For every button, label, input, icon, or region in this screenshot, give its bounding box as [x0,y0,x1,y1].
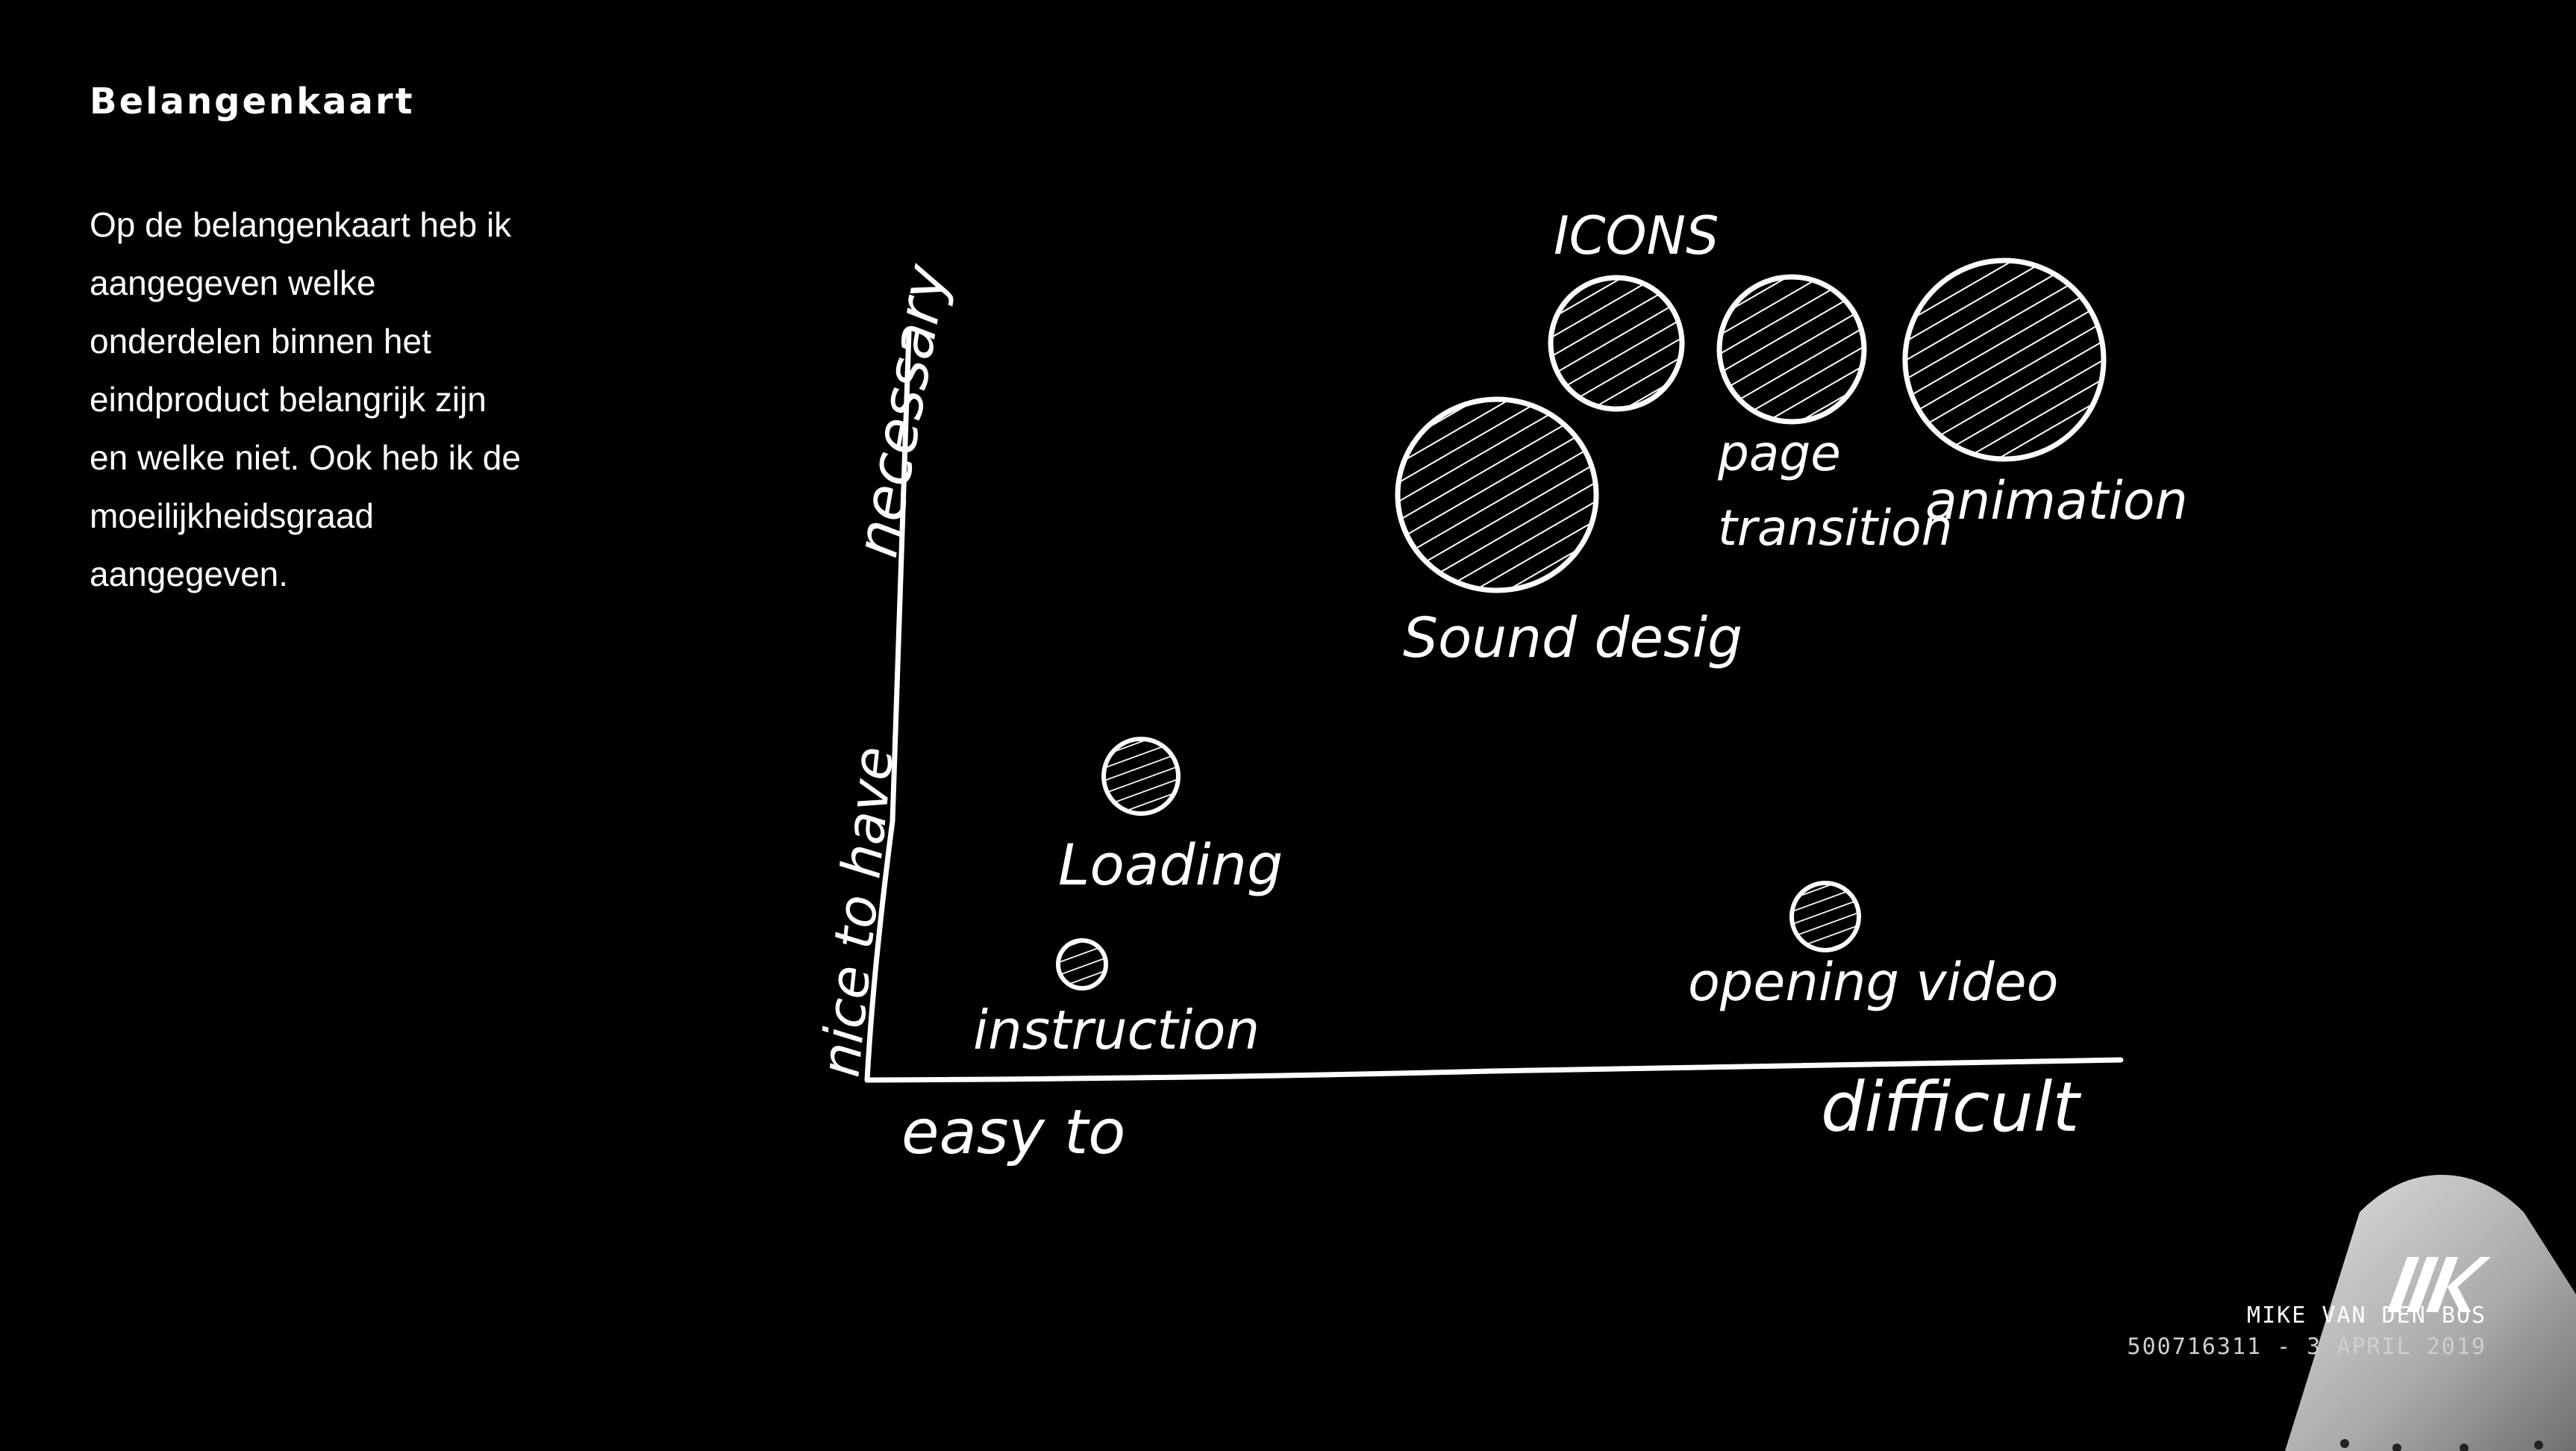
slide-title: Belangenkaart [90,81,415,122]
mvdb-logo-icon [2285,1175,2576,1451]
item-loading: Loading [1058,737,1283,898]
x-axis-left-label: easy to [901,1097,1125,1168]
paragraph-line: aangegeven welke [90,263,376,302]
paragraph-line: onderdelen binnen het [90,322,431,361]
paragraph-line: eindproduct belangrijk zijn [90,380,487,419]
item-page-transition-label-1: page [1717,425,1841,482]
item-loading-label: Loading [1058,831,1283,898]
item-sound-design-label: Sound desig [1403,606,1742,670]
item-opening-video: opening video [1688,881,2058,1013]
paragraph-line: en welke niet. Ook heb ik de [90,438,521,477]
y-axis-line [864,329,912,1083]
x-axis-line [864,1057,2124,1083]
x-axis-right-label: difficult [1821,1067,2081,1147]
paragraph-line: moeilijkheidsgraad [90,496,374,535]
paragraph-line: aangegeven. [90,555,289,593]
slide-paragraph: Op de belangenkaart heb ik aangegeven we… [90,196,627,603]
item-icons: ICONS [1548,205,1719,412]
author-credit: MIKE VAN DEN BOS 500716311 - 3 APRIL 201… [2128,1300,2486,1363]
item-page-transition-label-2: transition [1718,499,1952,557]
capsule-graphic [2225,1167,2576,1451]
item-opening-video-label: opening video [1688,952,2058,1013]
item-animation: animation [1902,258,2188,531]
paragraph-line: Op de belangenkaart heb ik [90,205,512,244]
author-name: MIKE VAN DEN BOS [2247,1302,2486,1329]
y-axis-top-label: necessary [843,258,961,562]
item-icons-label: ICONS [1554,205,1719,266]
item-page-transition: page transition [1716,274,1952,557]
item-instruction: instruction [973,938,1260,1061]
item-instruction-label: instruction [973,999,1260,1061]
author-meta: 500716311 - 3 APRIL 2019 [2127,1334,2486,1360]
item-animation-label: animation [1925,470,2188,531]
y-axis-bottom-label: nice to have [808,743,905,1080]
item-sound-design: Sound desig [1395,396,1742,670]
